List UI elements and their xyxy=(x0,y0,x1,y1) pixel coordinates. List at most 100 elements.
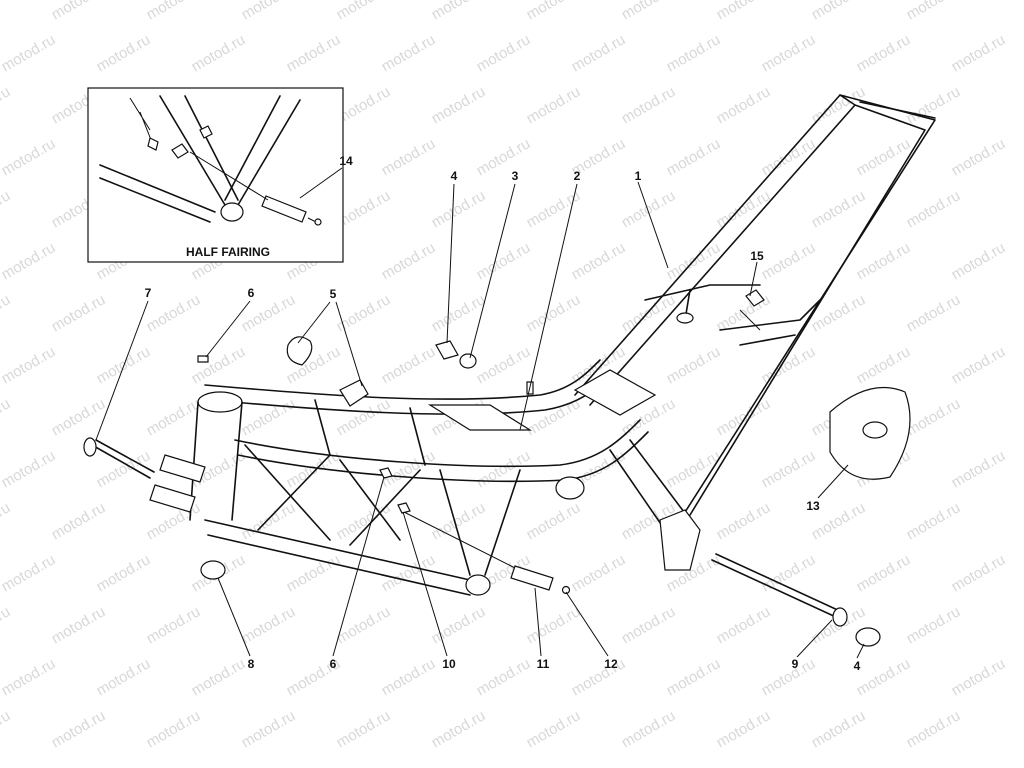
watermark-text: motod.ru xyxy=(239,0,299,23)
watermark-text: motod.ru xyxy=(904,0,964,23)
watermark-text: motod.ru xyxy=(379,239,439,283)
watermark-text: motod.ru xyxy=(809,707,869,751)
watermark-text: motod.ru xyxy=(664,343,724,387)
watermark-text: motod.ru xyxy=(94,343,154,387)
watermark-text: motod.ru xyxy=(949,239,1009,283)
watermark-text: motod.ru xyxy=(379,343,439,387)
watermark-text: motod.ru xyxy=(664,135,724,179)
watermark-text: motod.ru xyxy=(49,395,109,439)
watermark-text: motod.ru xyxy=(619,603,679,647)
watermark-text: motod.ru xyxy=(474,655,534,699)
watermark-text: motod.ru xyxy=(94,551,154,595)
watermark-text: motod.ru xyxy=(0,603,13,647)
watermark-text: motod.ru xyxy=(144,0,204,23)
watermark-text: motod.ru xyxy=(49,707,109,751)
watermark-text: motod.ru xyxy=(284,31,344,75)
watermark-text: motod.ru xyxy=(524,291,584,335)
watermark-text: motod.ru xyxy=(429,707,489,751)
callout-12: 12 xyxy=(604,657,618,671)
watermark-text: motod.ru xyxy=(0,343,58,387)
callout-14: 14 xyxy=(339,154,353,168)
callout-9: 9 xyxy=(792,657,799,671)
watermark-text: motod.ru xyxy=(759,655,819,699)
watermark-text: motod.ru xyxy=(759,551,819,595)
watermark-text: motod.ru xyxy=(379,551,439,595)
watermark-text: motod.ru xyxy=(714,499,774,543)
watermark-text: motod.ru xyxy=(49,603,109,647)
watermark-text: motod.ru xyxy=(809,187,869,231)
watermark-text: motod.ru xyxy=(904,603,964,647)
watermark-text: motod.ru xyxy=(0,187,13,231)
watermark-text: motod.ru xyxy=(334,291,394,335)
watermark-text: motod.ru xyxy=(904,291,964,335)
watermark-text: motod.ru xyxy=(854,551,914,595)
callout-10: 10 xyxy=(442,657,456,671)
watermark-text: motod.ru xyxy=(144,395,204,439)
callout-7: 7 xyxy=(145,286,152,300)
watermark-text: motod.ru xyxy=(379,655,439,699)
watermark-text: motod.ru xyxy=(619,707,679,751)
watermark-text: motod.ru xyxy=(429,0,489,23)
watermark-text: motod.ru xyxy=(0,499,13,543)
watermark-text: motod.ru xyxy=(949,135,1009,179)
watermark-text: motod.ru xyxy=(189,655,249,699)
watermark-text: motod.ru xyxy=(0,135,58,179)
watermark-text: motod.ru xyxy=(239,395,299,439)
watermark-text: motod.ru xyxy=(714,187,774,231)
watermark-text: motod.ru xyxy=(714,603,774,647)
watermark-text: motod.ru xyxy=(854,135,914,179)
watermark-text: motod.ru xyxy=(854,343,914,387)
watermark-text: motod.ru xyxy=(94,447,154,491)
watermark-text: motod.ru xyxy=(619,83,679,127)
watermark-text: motod.ru xyxy=(429,187,489,231)
watermark-text: motod.ru xyxy=(904,83,964,127)
watermark-text: motod.ru xyxy=(49,499,109,543)
watermark-text: motod.ru xyxy=(664,447,724,491)
callout-1: 1 xyxy=(635,169,642,183)
watermark-text: motod.ru xyxy=(524,603,584,647)
watermark-text: motod.ru xyxy=(284,551,344,595)
inset-half-fairing: 14 HALF FAIRING xyxy=(87,87,353,263)
watermark-text: motod.ru xyxy=(664,655,724,699)
watermark-text: motod.ru xyxy=(0,447,58,491)
watermark-text: motod.ru xyxy=(0,707,13,751)
watermark-text: motod.ru xyxy=(619,187,679,231)
watermark-text: motod.ru xyxy=(239,499,299,543)
watermark-text: motod.ru xyxy=(0,395,13,439)
watermark-text: motod.ru xyxy=(334,0,394,23)
callout-8: 8 xyxy=(248,657,255,671)
callout-4-top: 4 xyxy=(451,169,458,183)
watermark-text: motod.ru xyxy=(429,291,489,335)
watermark-text: motod.ru xyxy=(379,31,439,75)
watermark-text: motod.ru xyxy=(664,31,724,75)
watermark-text: motod.ru xyxy=(714,395,774,439)
watermark-text: motod.ru xyxy=(854,655,914,699)
callout-15: 15 xyxy=(750,249,764,263)
callout-4-bottom: 4 xyxy=(854,659,861,673)
watermark-text: motod.ru xyxy=(524,707,584,751)
main-frame xyxy=(83,94,936,647)
watermark-text: motod.ru xyxy=(474,135,534,179)
watermark-text: motod.ru xyxy=(0,0,13,23)
watermark-text: motod.ru xyxy=(379,135,439,179)
watermark-text: motod.ru xyxy=(569,655,629,699)
watermark-text: motod.ru xyxy=(334,499,394,543)
watermark-text: motod.ru xyxy=(474,31,534,75)
callout-3: 3 xyxy=(512,169,519,183)
watermark-text: motod.ru xyxy=(569,239,629,283)
watermark-text: motod.ru xyxy=(949,343,1009,387)
watermark-text: motod.ru xyxy=(949,655,1009,699)
watermark-text: motod.ru xyxy=(949,551,1009,595)
watermark-text: motod.ru xyxy=(0,291,13,335)
watermark-text: motod.ru xyxy=(904,707,964,751)
callout-6-top: 6 xyxy=(248,286,255,300)
watermark-text: motod.ru xyxy=(0,31,58,75)
callout-11: 11 xyxy=(537,657,550,671)
watermark-text: motod.ru xyxy=(474,343,534,387)
watermark-text: motod.ru xyxy=(714,707,774,751)
watermark-text: motod.ru xyxy=(334,707,394,751)
watermark-text: motod.ru xyxy=(0,551,58,595)
watermark-text: motod.ru xyxy=(904,499,964,543)
watermark-text: motod.ru xyxy=(854,31,914,75)
inset-title: HALF FAIRING xyxy=(186,245,270,259)
